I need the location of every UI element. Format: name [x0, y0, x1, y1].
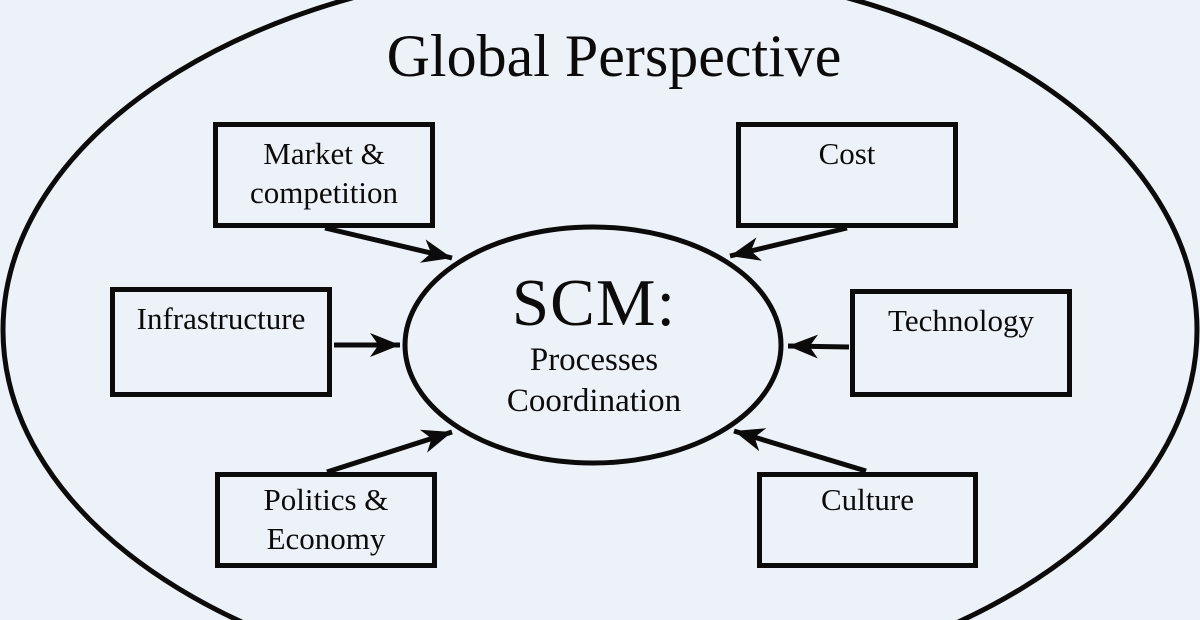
- diagram-title: Global Perspective: [386, 23, 842, 89]
- factor-box-market-competition: Market & competition: [213, 122, 435, 228]
- arrow-politics-to-scm: [326, 429, 453, 475]
- factor-box-politics-economy: Politics & Economy: [215, 472, 437, 568]
- factor-box-infrastructure: Infrastructure: [110, 287, 332, 397]
- factor-label: Technology: [888, 303, 1034, 338]
- factor-label: competition: [249, 175, 399, 210]
- factor-label: Infrastructure: [136, 301, 306, 336]
- scm-subline-processes: Processes: [529, 342, 659, 378]
- factor-label: Culture: [821, 482, 914, 517]
- factor-label: Market &: [263, 136, 385, 171]
- arrow-cost-to-scm: [729, 225, 848, 261]
- scm-center-text: SCM: Processes Coordination: [405, 266, 783, 422]
- factor-label: Economy: [266, 521, 386, 556]
- scm-subline-coordination: Coordination: [506, 383, 682, 419]
- arrow-technology-to-scm: [787, 334, 850, 359]
- factor-box-cost: Cost: [736, 122, 958, 228]
- arrow-culture-to-scm: [733, 428, 867, 474]
- factor-box-culture: Culture: [757, 472, 978, 568]
- arrow-market-to-scm: [324, 225, 453, 263]
- factor-label: Politics &: [263, 482, 389, 517]
- factor-label: Cost: [818, 136, 876, 171]
- scm-heading: SCM:: [511, 266, 677, 340]
- scm-center-ellipse: [402, 224, 784, 466]
- factor-box-technology: Technology: [850, 289, 1072, 397]
